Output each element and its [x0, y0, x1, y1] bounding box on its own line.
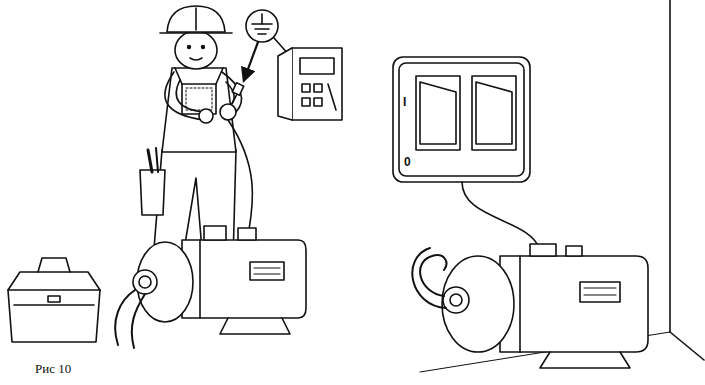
worker-figure — [148, 150, 152, 172]
figure-caption: Рис 10 — [35, 362, 71, 375]
room-wall — [670, 332, 704, 360]
worker-figure — [176, 80, 204, 112]
switch-on-mark: I — [403, 96, 406, 108]
pump-right — [412, 248, 446, 308]
switch-box — [420, 82, 456, 144]
switch-box — [416, 76, 460, 150]
pump-right — [450, 294, 462, 306]
pump-right — [420, 255, 446, 296]
pump-left — [220, 318, 290, 334]
toolbox — [8, 290, 100, 342]
switch-box — [399, 63, 524, 176]
earth-symbol — [261, 14, 263, 24]
toolbox — [38, 258, 70, 272]
electrical-cabinet — [314, 98, 322, 106]
pump-right — [442, 256, 514, 352]
toolbox — [48, 296, 60, 302]
switch-box — [476, 82, 512, 144]
worker-figure — [190, 58, 202, 60]
pump-right — [584, 295, 616, 296]
electrical-cabinet — [292, 48, 342, 120]
worker-figure — [188, 46, 191, 49]
pump-right — [566, 246, 582, 256]
pump-right — [530, 244, 556, 256]
toolbox — [8, 258, 100, 342]
room-wall — [420, 0, 704, 372]
room-wall — [669, 0, 671, 332]
pump-left — [132, 294, 145, 348]
electrical-cabinet — [278, 48, 292, 120]
pump-left — [139, 276, 151, 288]
pump-right — [443, 287, 469, 313]
worker-figure — [165, 72, 204, 120]
pump-left — [115, 226, 306, 348]
electrical-cabinet — [302, 84, 310, 92]
worker-figure — [156, 148, 158, 172]
worker-figure — [160, 32, 232, 34]
worker-figure — [199, 109, 213, 123]
pump-left — [199, 240, 201, 318]
worker-figure — [167, 6, 225, 32]
earth-symbol — [246, 10, 278, 42]
worker-figure — [220, 104, 236, 120]
electrical-cabinet — [314, 84, 322, 92]
pump-right — [584, 288, 616, 289]
pump-left — [250, 262, 284, 280]
electrical-cabinet — [300, 58, 334, 74]
earth-symbol — [258, 33, 266, 35]
switch-box — [393, 57, 530, 182]
pump-right — [500, 256, 648, 352]
toolbox — [8, 272, 100, 290]
earth-symbol — [252, 23, 272, 25]
power-cable — [232, 83, 243, 95]
pump-right — [580, 282, 620, 302]
pump-right — [540, 352, 630, 368]
worker-figure — [202, 46, 205, 49]
switch-box — [393, 57, 530, 182]
electrical-cabinet — [328, 84, 336, 110]
toolbox — [14, 304, 94, 306]
pump-left — [182, 240, 306, 318]
pump-left — [204, 226, 226, 240]
power-cable — [228, 83, 253, 236]
worker-figure — [182, 84, 216, 114]
pump-left — [238, 228, 256, 240]
power-cable — [228, 120, 253, 236]
electrical-cabinet — [278, 48, 342, 120]
worker-figure — [216, 68, 223, 84]
switch-off-mark: 0 — [404, 156, 411, 168]
earth-symbol — [255, 28, 269, 30]
switch-box — [472, 76, 516, 150]
pump-right — [412, 244, 648, 368]
worker-figure — [175, 31, 217, 69]
worker-figure — [195, 8, 197, 30]
worker-figure — [162, 68, 236, 152]
pump-left — [254, 274, 280, 275]
worker-figure — [140, 170, 165, 215]
power-cable — [462, 182, 540, 250]
pump-left — [254, 268, 280, 269]
pump-left — [133, 270, 157, 294]
earth-symbol — [244, 42, 258, 80]
pump-right — [519, 256, 521, 352]
electrical-cabinet — [302, 98, 310, 106]
worker-figure — [186, 88, 212, 110]
